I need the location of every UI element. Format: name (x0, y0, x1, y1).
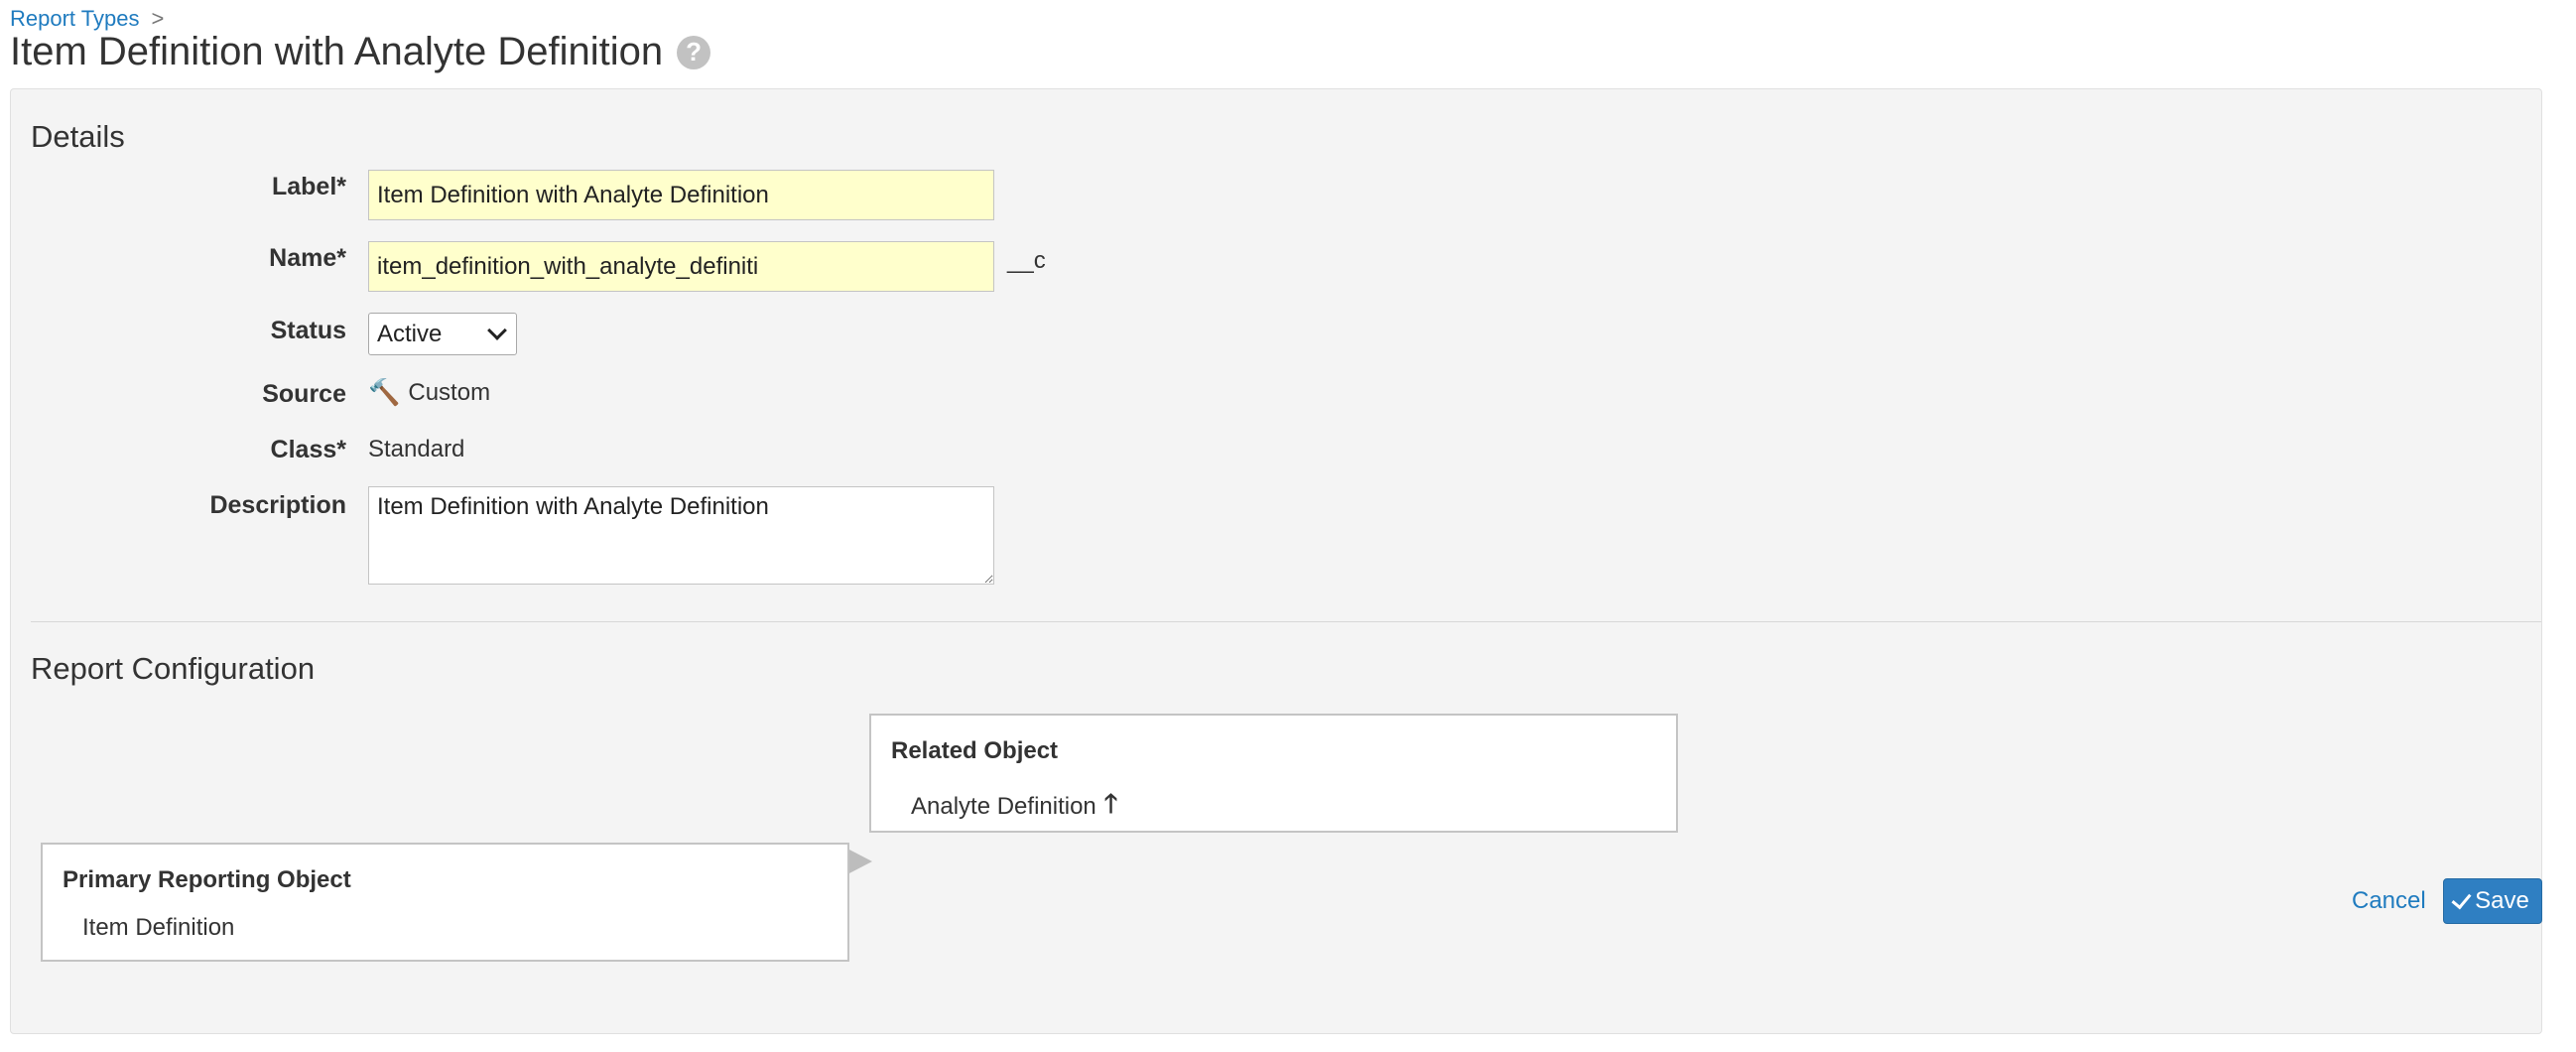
breadcrumb-separator: > (151, 6, 165, 31)
source-value: Custom (408, 378, 491, 406)
save-button[interactable]: Save (2443, 878, 2542, 924)
primary-object-title: Primary Reporting Object (63, 866, 351, 893)
status-field-label: Status (270, 317, 346, 344)
details-section-title: Details (31, 119, 125, 154)
cancel-link[interactable]: Cancel (2352, 887, 2426, 914)
primary-object-box: Primary Reporting Object Item Definition (41, 843, 849, 962)
hammer-icon: 🔨 (368, 377, 401, 407)
page-title-wrap: Item Definition with Analyte Definition … (10, 30, 711, 74)
source-value-wrap: 🔨 Custom (368, 377, 490, 408)
name-suffix: __c (1007, 247, 1046, 274)
breadcrumb-link-report-types[interactable]: Report Types (10, 6, 140, 31)
status-selected-value: Active (377, 320, 443, 347)
page-title: Item Definition with Analyte Definition (10, 30, 664, 73)
description-field-label: Description (209, 491, 346, 519)
name-field-label: Name* (269, 244, 346, 272)
status-select[interactable]: Active (368, 313, 517, 355)
name-input[interactable] (368, 241, 994, 292)
chevron-down-icon (487, 321, 507, 340)
class-field-label: Class* (270, 436, 346, 463)
primary-object-name: Item Definition (82, 914, 235, 941)
arrow-up-icon: 🡑 (1103, 788, 1118, 818)
help-icon[interactable]: ? (677, 35, 711, 69)
related-object-name: Analyte Definition (911, 793, 1096, 820)
report-type-panel: Details Label* Name* __c Status Active S… (10, 88, 2542, 1034)
save-button-label: Save (2475, 887, 2529, 914)
section-divider (31, 621, 2541, 622)
label-field-label: Label* (271, 173, 346, 200)
class-value: Standard (368, 436, 465, 462)
description-textarea[interactable]: Item Definition with Analyte Definition (368, 486, 994, 585)
source-field-label: Source (262, 380, 346, 408)
related-object-title: Related Object (891, 737, 1059, 764)
check-icon (2451, 888, 2472, 909)
breadcrumb: Report Types > (10, 6, 164, 32)
label-input[interactable] (368, 170, 994, 220)
related-object-box: Related Object Analyte Definition 🡑 (869, 714, 1678, 833)
related-object-name-wrap: Analyte Definition 🡑 (911, 785, 1117, 829)
report-config-section-title: Report Configuration (31, 651, 316, 686)
